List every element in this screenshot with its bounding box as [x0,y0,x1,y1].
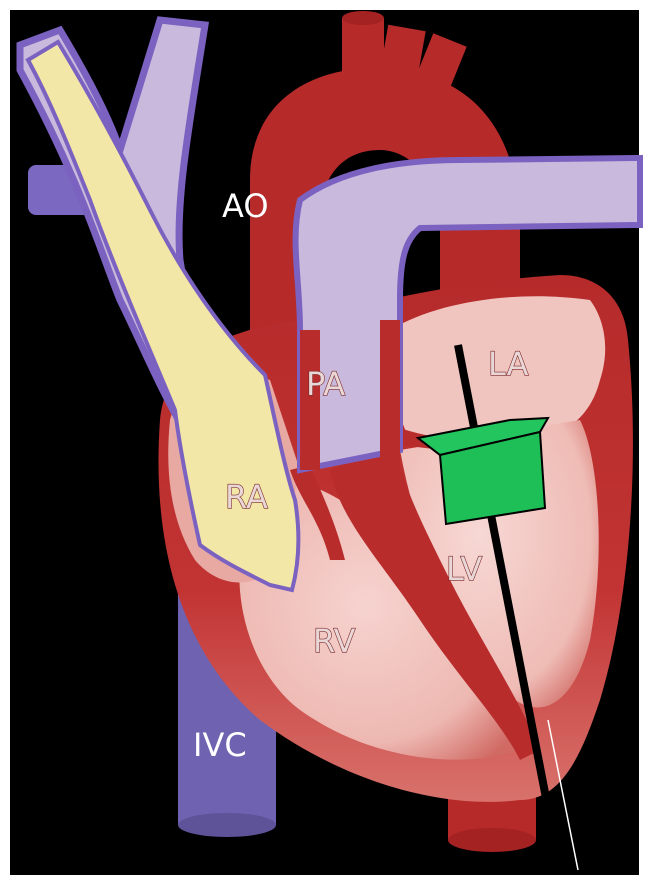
label-rv: RV [313,622,355,660]
label-la: LA [488,345,529,383]
label-ao: AO [222,187,269,225]
label-lv: LV [446,550,482,588]
label-ivc: IVC [193,726,247,764]
label-pa: PA [306,365,345,403]
label-ra: RA [225,478,268,516]
